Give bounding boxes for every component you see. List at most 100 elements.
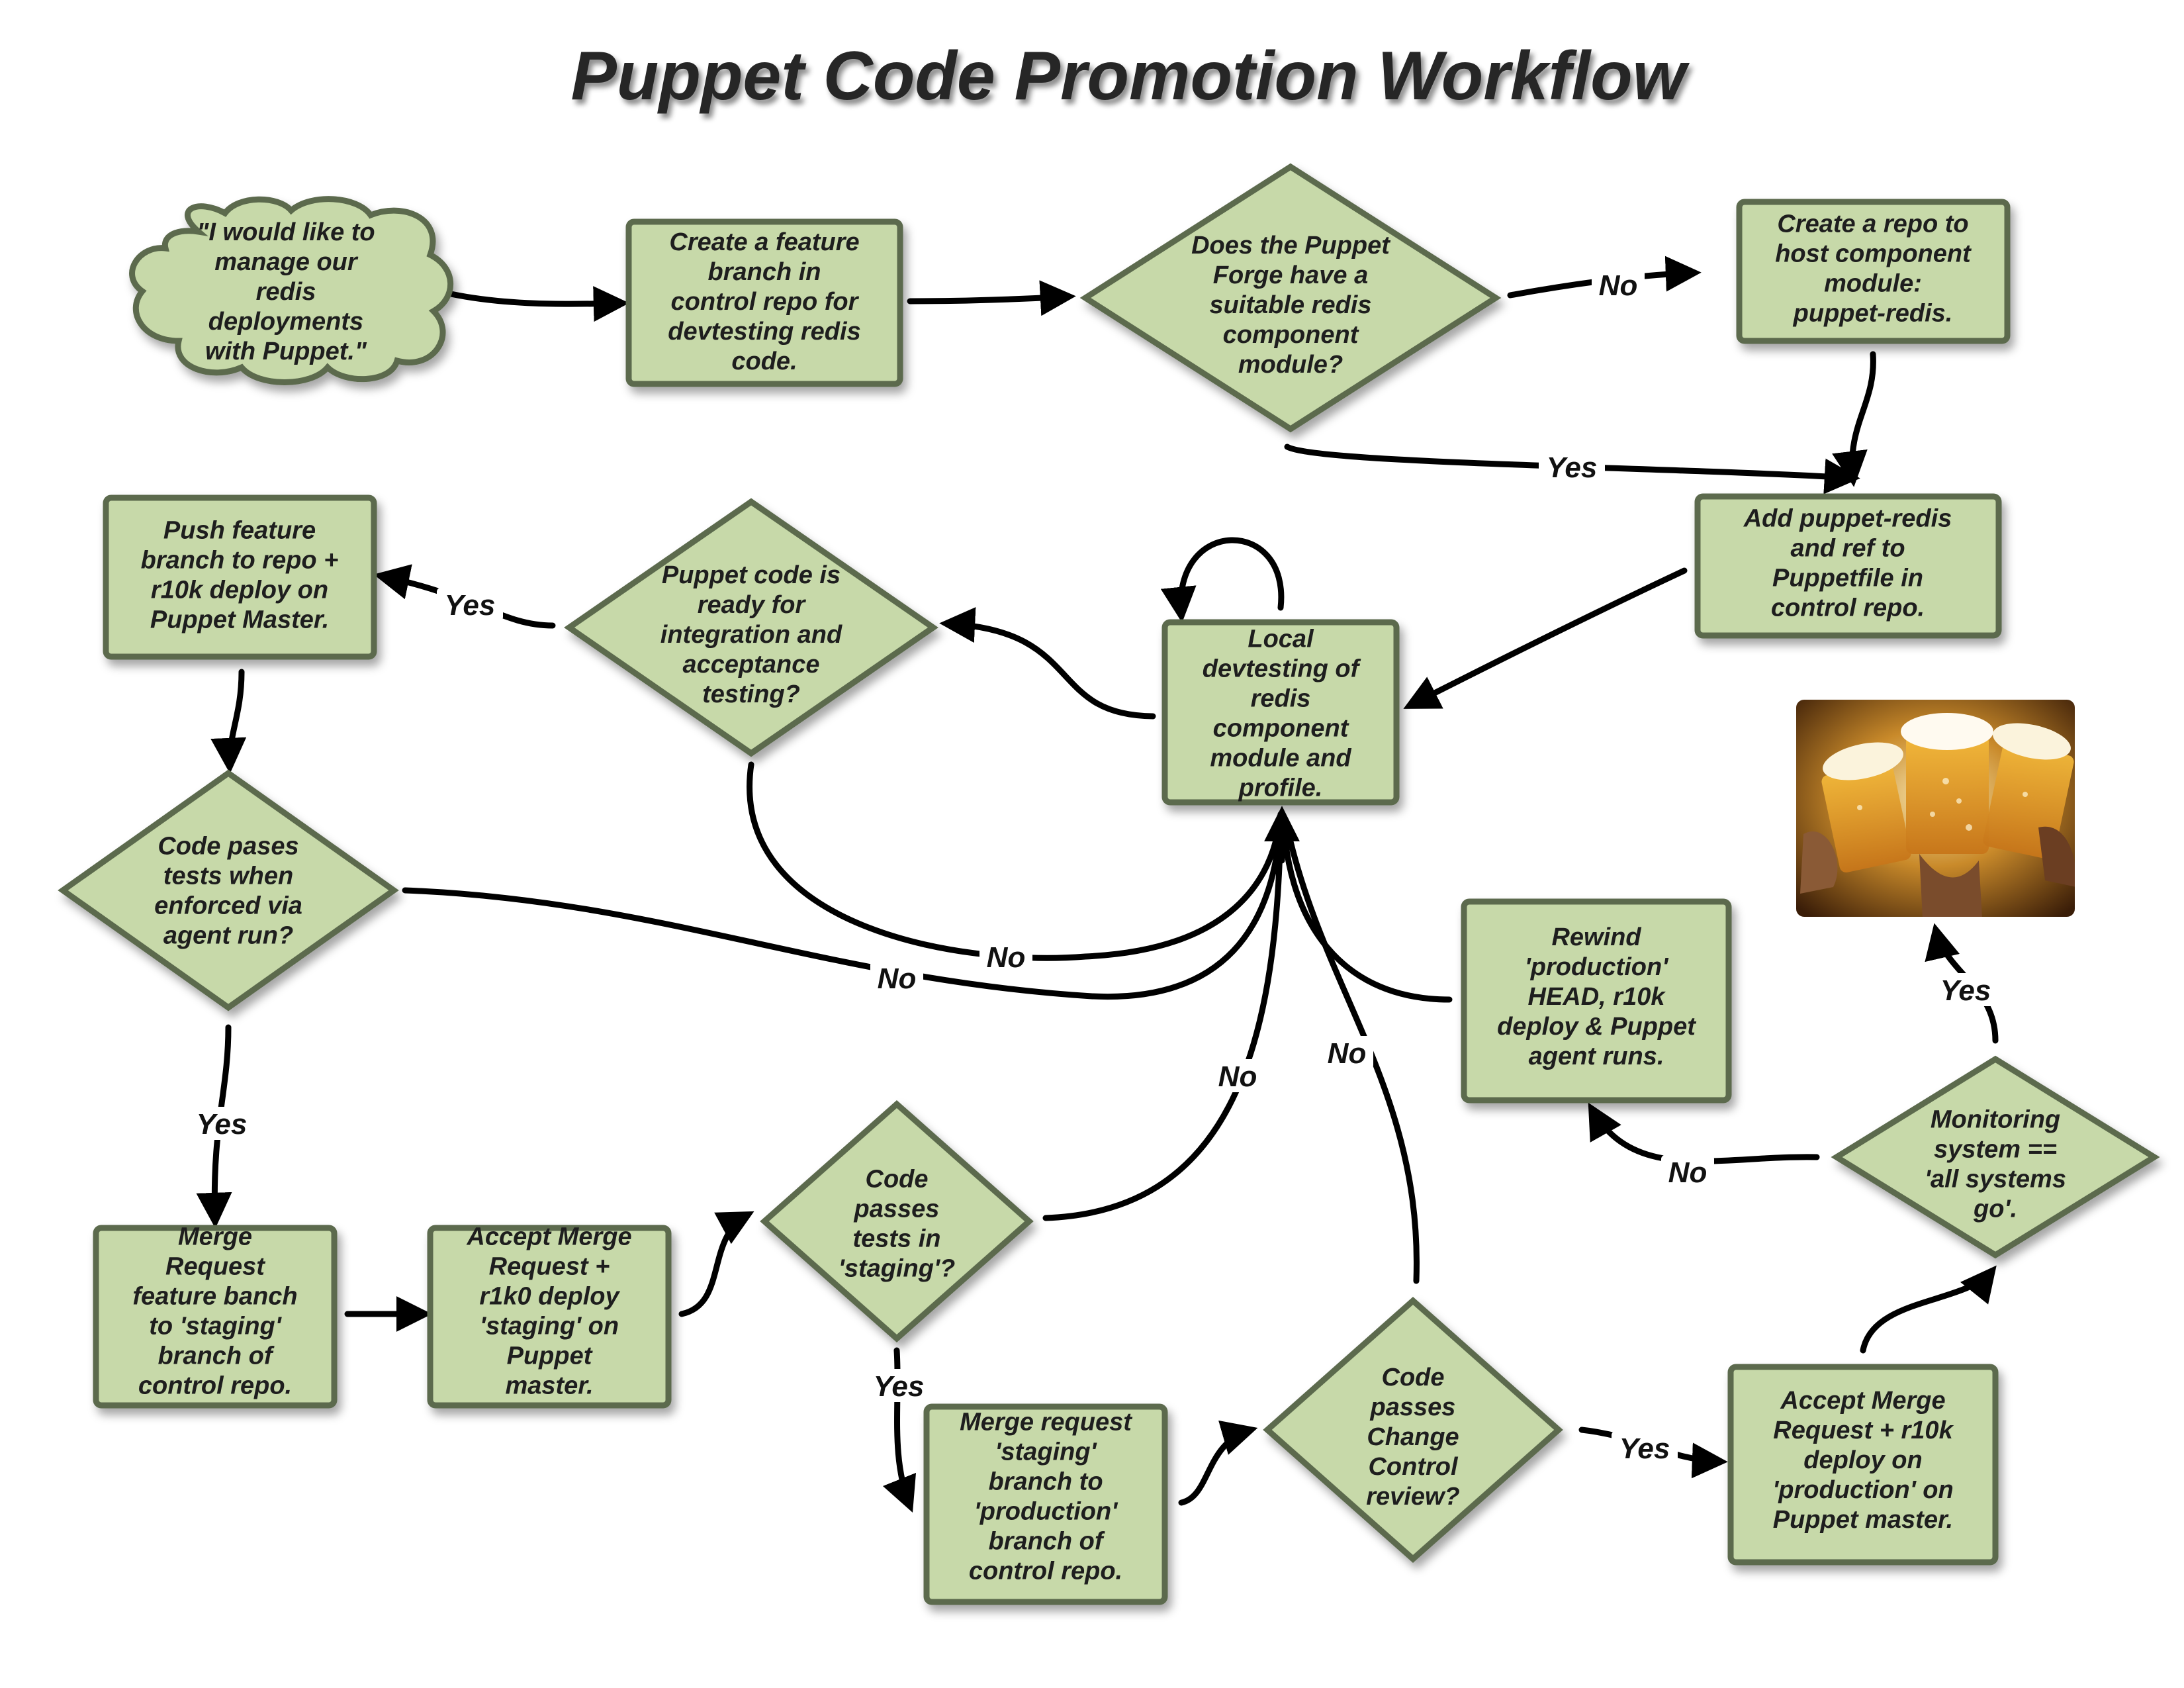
node-text-line: HEAD, r10k xyxy=(1528,983,1666,1011)
node-text-line: Create a feature xyxy=(669,228,859,256)
node-text-line: devtesting redis xyxy=(668,318,860,346)
node-ready-check xyxy=(564,498,938,757)
edge-staging-no-to-local xyxy=(1042,818,1284,1221)
node-text-line: Does the Puppet xyxy=(1191,232,1390,259)
node-text-line: branch to repo + xyxy=(141,547,339,575)
svg-text:Yes: Yes xyxy=(1940,974,1991,1007)
node-text-line: profile. xyxy=(1238,774,1323,802)
label-agent-yes: Yes xyxy=(189,1107,255,1141)
svg-text:Yes: Yes xyxy=(1619,1432,1670,1465)
svg-text:No: No xyxy=(1668,1156,1707,1189)
node-text-line: branch to xyxy=(988,1468,1103,1496)
node-text-line: system == xyxy=(1934,1136,2057,1164)
node-merge-production-text: Merge request'staging'branch to'producti… xyxy=(960,1409,1132,1585)
node-text-line: Push feature xyxy=(163,517,316,545)
node-text-line: suitable redis xyxy=(1210,291,1372,319)
node-text-line: code. xyxy=(731,348,797,375)
node-text-line: and ref to xyxy=(1790,535,1905,563)
node-text-line: control repo for xyxy=(671,288,860,316)
node-text-line: deploy & Puppet xyxy=(1497,1013,1696,1041)
node-text-line: module? xyxy=(1238,351,1343,379)
node-text-line: with Puppet." xyxy=(205,338,367,365)
node-text-line: ready for xyxy=(698,591,807,619)
node-feature-branch xyxy=(625,218,903,387)
node-text-line: deployments xyxy=(208,308,363,336)
node-text-line: 'staging' on xyxy=(480,1313,619,1340)
node-staging-check xyxy=(760,1100,1034,1343)
node-text-line: agent run? xyxy=(163,922,293,950)
node-text-line: control repo. xyxy=(138,1372,292,1400)
beer-mug-icon xyxy=(1983,723,2076,887)
node-text-line: Local xyxy=(1248,626,1314,653)
edge-create-repo-to-puppetfile xyxy=(1832,351,1876,487)
edge-puppetfile-to-local xyxy=(1403,567,1688,709)
node-text-line: Merge request xyxy=(960,1409,1132,1436)
cloud-shape xyxy=(129,196,454,385)
node-forge-check xyxy=(1079,163,1502,433)
edge-monitor-no-to-rewind xyxy=(1588,1102,1820,1164)
edge-accept-prod-to-monitor xyxy=(1860,1265,1997,1354)
label-ready-no: No xyxy=(979,940,1032,974)
svg-text:Yes: Yes xyxy=(197,1108,248,1141)
node-text-line: Rewind xyxy=(1551,923,1641,951)
edge-local-self-loop xyxy=(1160,537,1285,623)
node-text-line: Change xyxy=(1367,1423,1459,1451)
node-text-line: Control xyxy=(1368,1453,1459,1481)
svg-text:No: No xyxy=(878,962,917,995)
svg-text:No: No xyxy=(1218,1060,1257,1093)
svg-text:Yes: Yes xyxy=(445,589,496,622)
node-text-line: r10k deploy on xyxy=(151,577,328,604)
label-change-yes: Yes xyxy=(1612,1431,1678,1465)
node-text-line: Puppet xyxy=(507,1342,593,1370)
beer-toast-photo xyxy=(1794,697,2077,919)
node-text-line: branch of xyxy=(158,1342,274,1370)
edge-ready-no-to-local xyxy=(747,761,1284,961)
node-accept-production xyxy=(1727,1364,1999,1566)
node-text-line: Puppet master. xyxy=(1773,1506,1953,1534)
node-text-line: review? xyxy=(1366,1483,1460,1511)
label-staging-no: No xyxy=(1211,1059,1264,1093)
node-text-line: r1k0 deploy xyxy=(479,1283,620,1311)
node-text-line: 'production' on xyxy=(1772,1476,1953,1504)
beer-mug-icon xyxy=(1901,713,1993,918)
node-text-line: Puppet code is xyxy=(662,561,841,589)
node-text-line: passes xyxy=(1370,1393,1456,1421)
label-agent-no: No xyxy=(870,961,923,995)
node-text-line: component xyxy=(1223,321,1359,349)
label-change-no: No xyxy=(1320,1036,1373,1070)
node-text-line: tests in xyxy=(852,1225,940,1253)
label-forge-no: No xyxy=(1592,268,1645,302)
node-text-line: host component xyxy=(1775,240,1972,268)
node-text-line: agent runs. xyxy=(1529,1043,1664,1070)
edge-feature-to-forge xyxy=(907,280,1076,316)
node-agent-run-check xyxy=(58,769,399,1011)
node-add-puppetfile xyxy=(1694,493,2002,639)
node-change-control xyxy=(1263,1296,1563,1564)
node-text-line: Request xyxy=(165,1253,265,1281)
node-text-line: Accept Merge xyxy=(1780,1387,1945,1415)
node-text-line: tests when xyxy=(163,863,293,890)
edge-push-to-agent xyxy=(210,669,247,774)
node-text-line: redis xyxy=(256,278,316,306)
node-text-line: Puppet Master. xyxy=(150,606,329,634)
node-text-line: Create a repo to xyxy=(1777,211,1968,238)
node-text-line: enforced via xyxy=(154,892,302,920)
node-request-cloud xyxy=(129,196,454,385)
node-text-line: 'staging'? xyxy=(839,1255,955,1283)
node-monitoring-check xyxy=(1831,1055,2160,1259)
node-text-line: to 'staging' xyxy=(149,1313,283,1340)
node-text-line: 'production' xyxy=(974,1498,1118,1526)
node-text-line: Monitoring xyxy=(1931,1106,2060,1134)
edge-accept-staging-to-check xyxy=(678,1211,754,1317)
node-text-line: devtesting of xyxy=(1203,655,1361,683)
node-text-line: component xyxy=(1213,715,1349,743)
